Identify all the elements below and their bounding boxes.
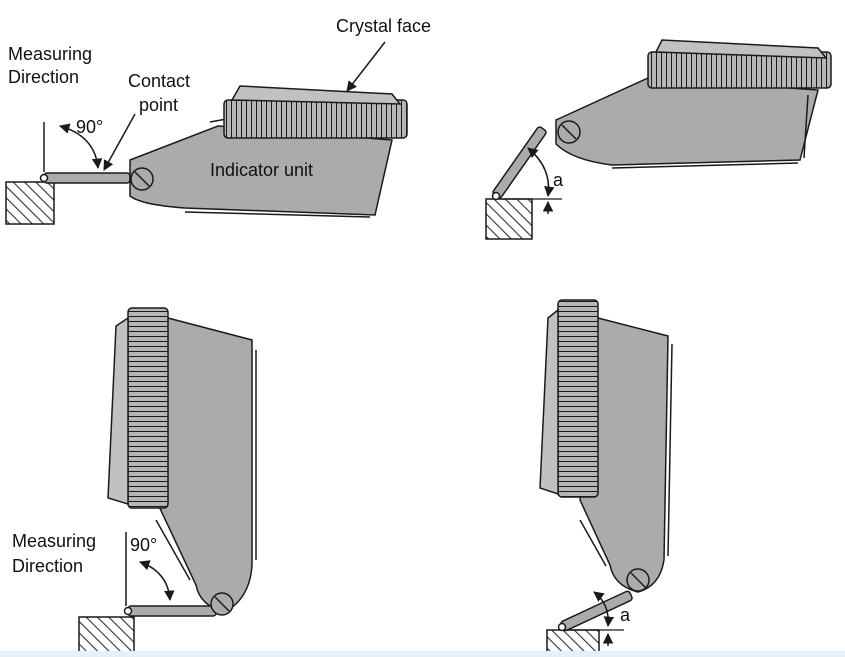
body-edge-left — [579, 519, 607, 567]
contact-point-tip — [39, 173, 49, 183]
angle-arc-a — [527, 147, 555, 198]
screw-slot — [214, 596, 230, 612]
direction-label: Direction — [8, 67, 79, 87]
stylus-arm — [492, 126, 547, 199]
indicator-body — [579, 317, 669, 593]
contact-leader — [103, 113, 136, 171]
crystal-leader — [346, 41, 386, 92]
angle-90-label: 90° — [130, 535, 157, 555]
stylus-arm — [127, 605, 217, 617]
indicator-body — [155, 317, 253, 613]
crystal-face — [539, 308, 559, 496]
angle-arc-90 — [139, 560, 175, 602]
panel-bottom-left: Measuring Direction 90° — [12, 307, 257, 657]
angle-arc-a — [593, 591, 615, 628]
contact-point-tip — [557, 622, 567, 632]
screw-slot — [134, 171, 150, 187]
panel-bottom-right: a — [539, 299, 673, 657]
point-label: point — [139, 95, 178, 115]
panel-top-left: Crystal face Measuring Direction Contact… — [5, 16, 431, 225]
bottom-border — [0, 651, 845, 657]
panel-top-right: a — [485, 39, 832, 240]
crystal-face — [654, 39, 828, 59]
crystal-face-label: Crystal face — [336, 16, 431, 36]
body-edge-lower — [184, 211, 371, 218]
body-edge-left — [155, 519, 191, 581]
measuring-label: Measuring — [12, 531, 96, 551]
workpiece-block — [485, 198, 533, 240]
bezel-knurl — [127, 307, 169, 509]
body-edge-lower — [611, 162, 799, 169]
angle-90-label: 90° — [76, 117, 103, 137]
contact-point-tip — [491, 191, 501, 201]
angle-arc-90 — [58, 123, 103, 170]
workpiece-block — [5, 181, 55, 225]
indicator-body — [555, 77, 819, 166]
workpiece-block — [78, 616, 135, 657]
stylus-arm — [43, 172, 131, 184]
direction-label: Direction — [12, 556, 83, 576]
contact-point-tip — [123, 606, 133, 616]
bezel-knurl — [557, 299, 599, 498]
screw-slot — [630, 572, 646, 588]
crystal-face — [230, 85, 402, 105]
measuring-label: Measuring — [8, 44, 92, 64]
angle-a-label: a — [620, 605, 631, 625]
indicator-body — [129, 125, 393, 216]
body-edge-right — [803, 94, 809, 159]
crystal-face — [107, 316, 129, 506]
screw-slot — [561, 124, 577, 140]
contact-label: Contact — [128, 71, 190, 91]
body-edge-right — [667, 343, 673, 557]
bezel-knurl — [223, 99, 408, 139]
indicator-unit-label: Indicator unit — [210, 160, 313, 180]
angle-a-label: a — [553, 170, 564, 190]
